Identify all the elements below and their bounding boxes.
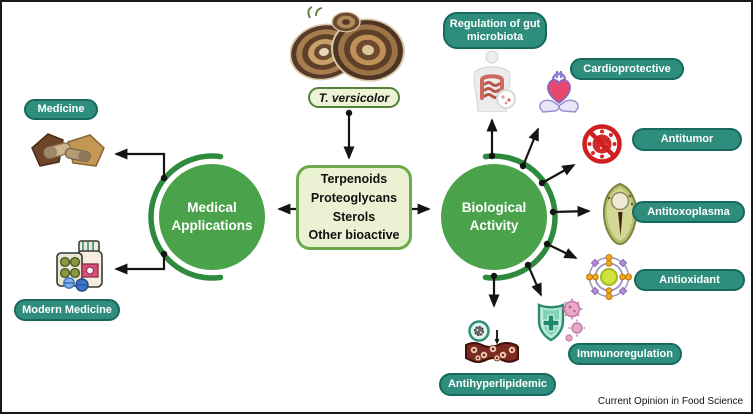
- antitoxoplasma-label: Antitoxoplasma: [647, 205, 730, 218]
- medicine-label: Medicine: [37, 103, 85, 116]
- compound-line: Terpenoids: [320, 172, 388, 186]
- compound-line: Proteoglycans: [310, 190, 398, 205]
- compound-line: Other bioactive: [308, 228, 400, 243]
- antioxidant-pill: Antioxidant: [634, 269, 745, 291]
- immunoregulation-pill: Immunoregulation: [568, 343, 682, 365]
- antioxidant-label: Antioxidant: [659, 273, 720, 286]
- antitumor-label: Antitumor: [660, 133, 714, 146]
- medicine-bottle-pills-icon: [56, 240, 103, 292]
- modern-medicine-pill: Modern Medicine: [14, 299, 120, 321]
- shield-virus-icon: [537, 298, 585, 342]
- dried-mushroom-capsules-icon: [31, 133, 105, 167]
- medical-applications-label: Medical Applications: [171, 200, 253, 233]
- gut-microbiota-icon: [473, 50, 516, 112]
- gut-microbiota-pill: Regulation of gut microbiota: [443, 12, 547, 49]
- cardioprotective-label: Cardioprotective: [583, 62, 671, 75]
- bioactive-compounds-box: Terpenoids Proteoglycans Sterols Other b…: [296, 165, 412, 250]
- antitoxoplasma-pill: Antitoxoplasma: [632, 201, 745, 223]
- figure-source-caption: Current Opinion in Food Science: [597, 396, 743, 407]
- species-label: T. versicolor: [318, 90, 390, 105]
- biological-activity-label: Biological Activity: [461, 200, 527, 233]
- blood-vessel-lipids-icon: [465, 320, 519, 363]
- cardioprotective-pill: Cardioprotective: [570, 58, 684, 80]
- compound-line: Sterols: [332, 209, 376, 224]
- gut-microbiota-label: Regulation of gut microbiota: [449, 18, 541, 43]
- atom-orbit-icon: [586, 254, 632, 300]
- antitumor-pill: Antitumor: [632, 128, 742, 151]
- t-versicolor-photo: [290, 6, 405, 82]
- antihyperlipidemic-label: Antihyperlipidemic: [447, 378, 548, 391]
- biological-activity-hub: Biological Activity: [441, 164, 547, 270]
- immunoregulation-label: Immunoregulation: [577, 347, 673, 360]
- modern-medicine-label: Modern Medicine: [22, 303, 112, 316]
- antihyperlipidemic-pill: Antihyperlipidemic: [439, 373, 556, 396]
- medical-applications-hub: Medical Applications: [159, 164, 265, 270]
- hands-holding-heart-icon: [539, 70, 579, 113]
- species-label-pill: T. versicolor: [308, 87, 400, 108]
- prohibited-tumor-cell-icon: [582, 124, 622, 164]
- medicine-pill: Medicine: [24, 99, 98, 120]
